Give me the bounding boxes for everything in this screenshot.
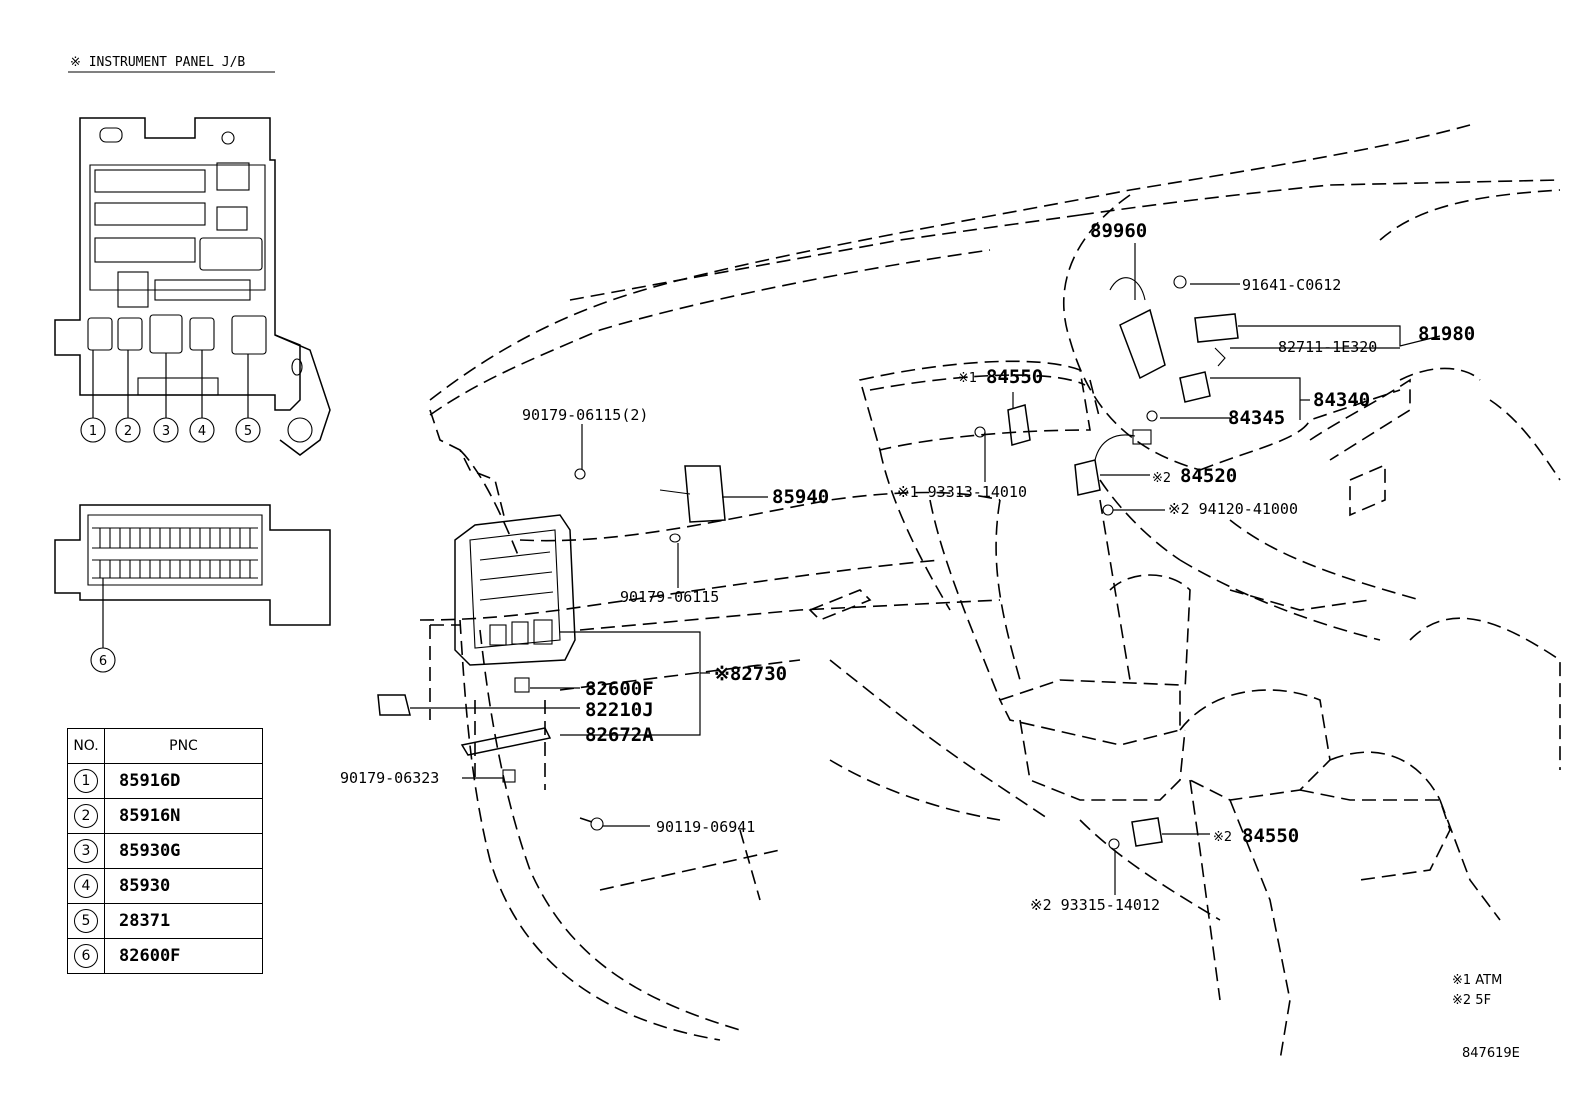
part-84345: 84345: [1228, 407, 1285, 429]
connector-block-drawing: 6: [54, 504, 331, 673]
part-90179-06115-2: 90179-06115(2): [522, 406, 648, 424]
table-row: 3 85930G: [67, 833, 263, 869]
note-atm: ※1 ATM: [1452, 973, 1502, 988]
part-84550-2-mark: ※2: [1213, 830, 1232, 845]
jb-callouts: 1 2 3 4 5: [80, 417, 261, 443]
part-labels: 89960 91641-C0612 81980 82711-1E320 ※1 8…: [340, 220, 1475, 914]
component-sketches: [377, 275, 1239, 850]
header-no: NO.: [67, 728, 105, 764]
part-84520: 84520: [1180, 465, 1237, 487]
part-94120-41000: ※2 94120-41000: [1168, 500, 1298, 518]
part-93313-14010: ※1 93313-14010: [897, 483, 1027, 501]
part-84550-1-mark: ※1: [958, 371, 977, 386]
row-no: 3: [74, 839, 98, 863]
part-84550-2: 84550: [1242, 825, 1299, 847]
part-82210j: 82210J: [585, 699, 654, 721]
table-row: 6 82600F: [67, 938, 263, 974]
row-no: 5: [74, 909, 98, 933]
callout-1: 1: [89, 424, 97, 439]
table-row: 2 85916N: [67, 798, 263, 834]
part-82672a: 82672A: [585, 724, 654, 746]
dashboard-outline: [419, 124, 1561, 1061]
table-header-row: NO. PNC: [67, 728, 263, 764]
row-pnc: 82600F: [104, 938, 263, 974]
callout-2: 2: [124, 424, 132, 439]
junction-block-drawing: [54, 117, 331, 456]
callout-5: 5: [244, 424, 252, 439]
part-89960: 89960: [1090, 220, 1147, 242]
part-93315-14012: ※2 93315-14012: [1030, 896, 1160, 914]
section-title: ※ INSTRUMENT PANEL J/B: [70, 55, 245, 70]
part-82600f: 82600F: [585, 678, 654, 700]
table-row: 4 85930: [67, 868, 263, 904]
header-pnc: PNC: [104, 728, 263, 764]
callout-6: 6: [99, 654, 107, 669]
row-pnc: 85916D: [104, 763, 263, 799]
row-pnc: 85930G: [104, 833, 263, 869]
row-no: 6: [74, 944, 98, 968]
row-pnc: 28371: [104, 903, 263, 939]
part-91641-c0612: 91641-C0612: [1242, 276, 1341, 294]
part-90119-06941: 90119-06941: [656, 818, 755, 836]
row-pnc: 85916N: [104, 798, 263, 834]
callout-3: 3: [162, 424, 170, 439]
part-84520-mark: ※2: [1152, 471, 1171, 486]
table-row: 1 85916D: [67, 763, 263, 799]
part-82730: ※82730: [714, 663, 787, 685]
part-81980: 81980: [1418, 323, 1475, 345]
row-no: 4: [74, 874, 98, 898]
note-5f: ※2 5F: [1452, 993, 1491, 1008]
figure-id: 847619E: [1462, 1046, 1520, 1061]
callout-4: 4: [198, 424, 206, 439]
part-84550-1: 84550: [986, 366, 1043, 388]
part-90179-06115: 90179-06115: [620, 588, 719, 606]
part-84340: 84340: [1313, 389, 1370, 411]
part-82711-1e320: 82711-1E320: [1278, 338, 1377, 356]
row-no: 2: [74, 804, 98, 828]
pnc-table: NO. PNC 1 85916D 2 85916N 3 85930G 4 859…: [67, 728, 263, 974]
part-90179-06323: 90179-06323: [340, 769, 439, 787]
table-row: 5 28371: [67, 903, 263, 939]
leader-lines: [410, 243, 1441, 895]
row-no: 1: [74, 769, 98, 793]
part-85940: 85940: [772, 486, 829, 508]
row-pnc: 85930: [104, 868, 263, 904]
